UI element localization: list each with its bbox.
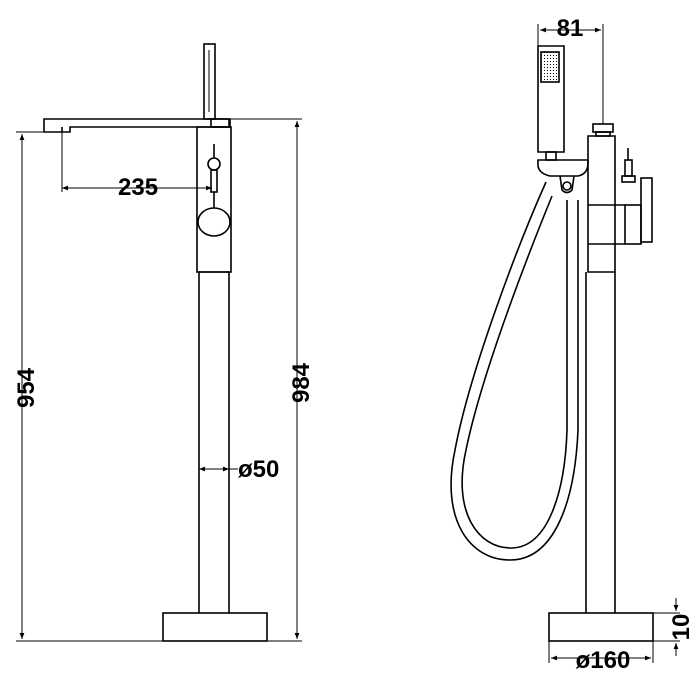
handshower-side bbox=[537, 45, 565, 153]
base-side bbox=[548, 612, 654, 642]
dim-base-thickness: 10 bbox=[668, 614, 695, 641]
mixer-handle-front bbox=[197, 207, 231, 237]
dim-pipe-diameter: ø50 bbox=[238, 456, 279, 483]
dim-spout-reach: 235 bbox=[118, 174, 158, 201]
column-side bbox=[585, 272, 616, 613]
dim-total-height-left: 954 bbox=[13, 367, 40, 408]
shower-hose bbox=[450, 181, 579, 561]
side-view bbox=[537, 45, 654, 642]
dim-base-diameter: ø160 bbox=[576, 647, 631, 674]
spout-end-side bbox=[592, 123, 614, 133]
front-view bbox=[43, 43, 268, 642]
dim-handshower-width: 81 bbox=[557, 15, 584, 42]
front-dimensions bbox=[16, 118, 302, 642]
handshower-spray-face bbox=[540, 51, 560, 83]
mixer-handle-side bbox=[624, 204, 642, 245]
base-front bbox=[162, 612, 268, 642]
dim-total-height-right: 984 bbox=[288, 362, 315, 403]
handshower-front bbox=[203, 43, 216, 120]
spout bbox=[43, 118, 231, 133]
column-front bbox=[198, 272, 230, 613]
valve-body-side bbox=[587, 135, 616, 273]
side-dimensions bbox=[537, 24, 680, 663]
